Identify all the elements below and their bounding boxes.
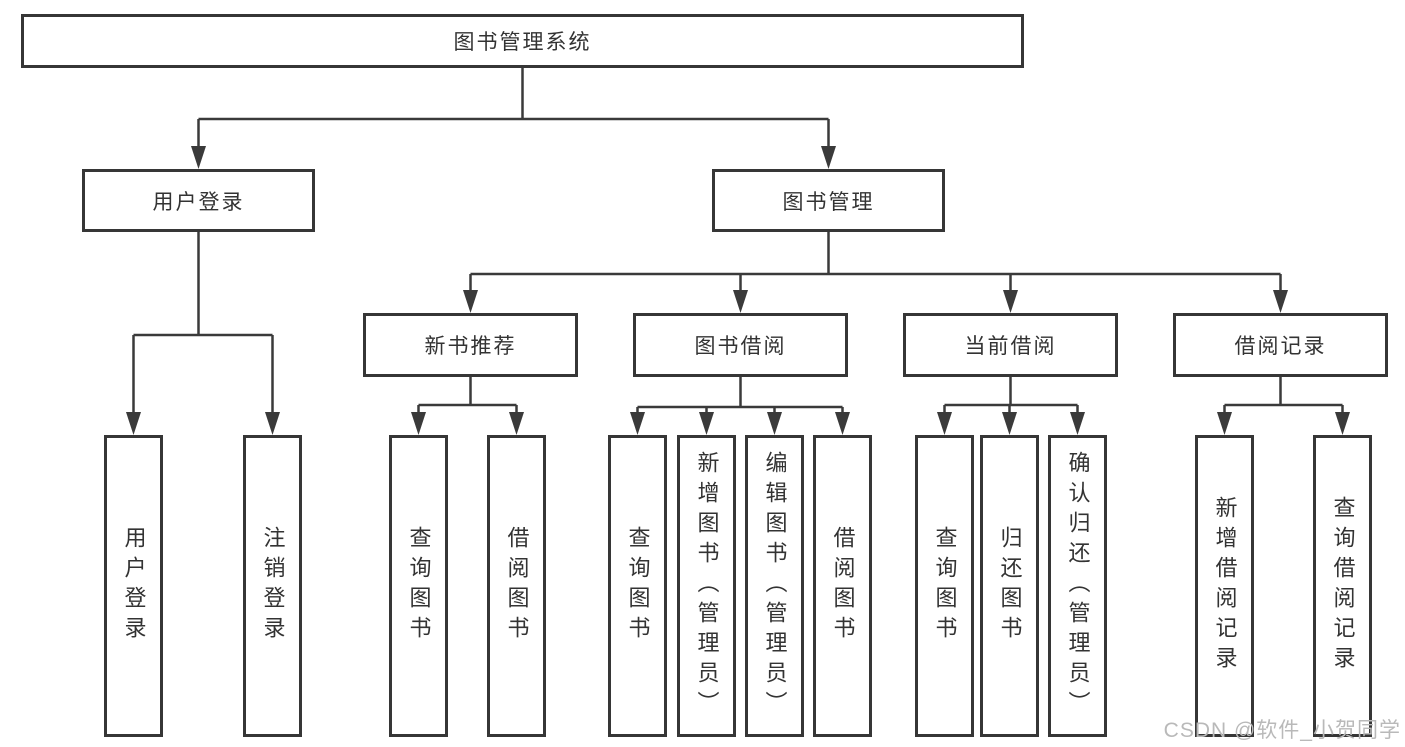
node-leaf-user-login: 用户登录 (104, 435, 163, 737)
arrowhead-icon (411, 412, 426, 435)
node-label: 用户登录 (152, 190, 245, 214)
node-label: 查询借阅记录 (1330, 496, 1356, 676)
connector-user-to-leaves (132, 232, 274, 416)
node-label: 确认归还（管理员） (1065, 451, 1091, 721)
connector-mgmt-to-categories (469, 232, 1282, 294)
arrowhead-icon (699, 412, 714, 435)
node-user-login-branch: 用户登录 (82, 169, 315, 232)
node-label: 当前借阅 (964, 335, 1057, 358)
node-category-current-borrow: 当前借阅 (903, 313, 1118, 377)
connector-newbook-to-leaves (417, 377, 518, 416)
node-category-borrow-records: 借阅记录 (1173, 313, 1388, 377)
arrowhead-icon (1002, 412, 1017, 435)
arrowhead-icon (937, 412, 952, 435)
node-leaf-logout: 注销登录 (243, 435, 302, 737)
node-leaf-query-borrow-record: 查询借阅记录 (1313, 435, 1372, 737)
arrowhead-icon (463, 290, 478, 313)
arrowhead-icon (767, 412, 782, 435)
node-category-book-borrow: 图书借阅 (633, 313, 848, 377)
node-leaf-add-borrow-record: 新增借阅记录 (1195, 435, 1254, 737)
node-leaf-add-books-admin: 新增图书（管理员） (677, 435, 736, 737)
node-leaf-query-books-1: 查询图书 (389, 435, 448, 737)
connector-current-to-leaves (943, 377, 1079, 416)
node-leaf-confirm-return-admin: 确认归还（管理员） (1048, 435, 1107, 737)
connector-root-to-level2 (197, 68, 830, 150)
node-label: 用户登录 (121, 526, 147, 646)
node-label: 借阅图书 (830, 526, 856, 646)
node-label: 注销登录 (260, 526, 286, 646)
node-leaf-return-books: 归还图书 (980, 435, 1039, 737)
node-label: 新书推荐 (424, 335, 517, 358)
node-label: 借阅图书 (504, 526, 530, 646)
node-root-system: 图书管理系统 (21, 14, 1024, 68)
arrowhead-icon (126, 412, 141, 435)
watermark: CSDN @软件_小贺同学 (1163, 719, 1401, 742)
node-label: 编辑图书（管理员） (762, 451, 788, 721)
node-label: 归还图书 (997, 526, 1023, 646)
node-label: 图书管理 (782, 190, 875, 214)
connector-borrow-to-leaves (636, 377, 844, 416)
node-label: 图书借阅 (694, 335, 787, 358)
arrowhead-icon (630, 412, 645, 435)
node-label: 查询图书 (406, 526, 432, 646)
arrowhead-icon (1335, 412, 1350, 435)
node-leaf-borrow-books-2: 借阅图书 (813, 435, 872, 737)
node-label: 新增图书（管理员） (694, 451, 720, 721)
arrowhead-icon (509, 412, 524, 435)
arrowhead-icon (1070, 412, 1085, 435)
node-book-management-branch: 图书管理 (712, 169, 945, 232)
node-leaf-query-books-3: 查询图书 (915, 435, 974, 737)
arrowhead-icon (191, 146, 206, 169)
arrowhead-icon (1217, 412, 1232, 435)
arrowhead-icon (835, 412, 850, 435)
arrowhead-icon (821, 146, 836, 169)
arrowhead-icon (1273, 290, 1288, 313)
node-label: 查询图书 (932, 526, 958, 646)
arrowhead-icon (1003, 290, 1018, 313)
node-category-new-book: 新书推荐 (363, 313, 578, 377)
node-leaf-edit-books-admin: 编辑图书（管理员） (745, 435, 804, 737)
connector-records-to-leaves (1223, 377, 1344, 416)
node-leaf-query-books-2: 查询图书 (608, 435, 667, 737)
node-label: 图书管理系统 (453, 31, 592, 54)
node-label: 查询图书 (625, 526, 651, 646)
arrowhead-icon (265, 412, 280, 435)
arrowhead-icon (733, 290, 748, 313)
node-leaf-borrow-books-1: 借阅图书 (487, 435, 546, 737)
node-label: 新增借阅记录 (1212, 496, 1238, 676)
node-label: 借阅记录 (1234, 335, 1327, 358)
